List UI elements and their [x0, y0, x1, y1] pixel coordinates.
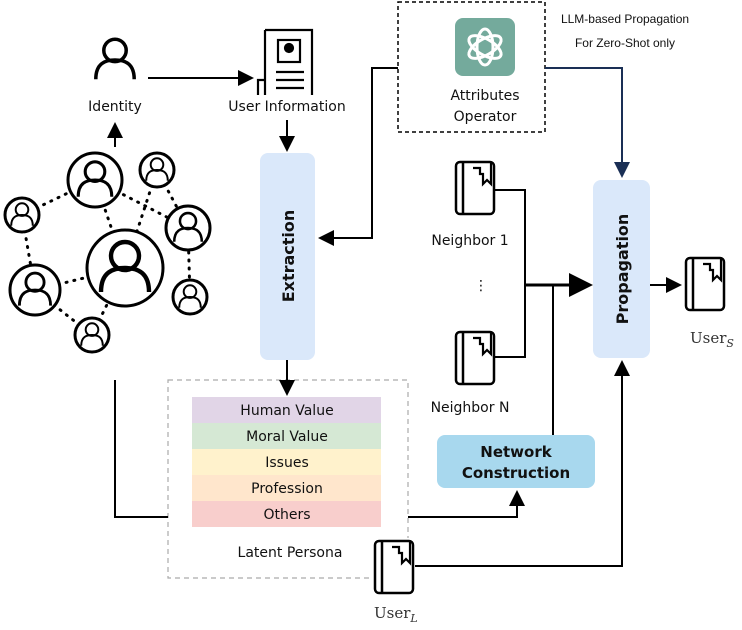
persona-row-label: Profession [251, 481, 323, 497]
arrow-operator-to-propagation [545, 67, 630, 178]
neighbor-n-icon [454, 330, 496, 386]
arrow-operator-to-extraction [318, 67, 398, 246]
llm-note-line1: LLM-based Propagation [561, 12, 689, 26]
neighbor-1-label: Neighbor 1 [431, 233, 508, 249]
persona-row-bg [192, 397, 381, 423]
identity-label: Identity [88, 99, 142, 115]
latent-persona-label: Latent Persona [238, 545, 343, 561]
persona-row-label: Human Value [240, 403, 333, 419]
user-s-label: UserS [690, 329, 734, 350]
arrow-persona-to-network-construction [408, 490, 525, 518]
network-construction-box [437, 435, 595, 488]
network-construction-line2: Construction [462, 464, 570, 482]
neighbor-n-label: Neighbor N [431, 400, 510, 416]
persona-row-bg [192, 501, 381, 527]
attributes-operator-line2: Operator [454, 109, 517, 125]
neighbor-bracket-line [494, 189, 526, 358]
persona-row-label: Issues [265, 455, 309, 471]
propagation-box [593, 180, 650, 358]
identity-icon [94, 37, 136, 81]
propagation-label: Propagation [613, 214, 632, 325]
persona-row-label: Others [263, 507, 310, 523]
neighbor-ellipsis: ⋮ [474, 278, 488, 294]
user-information-label: User Information [228, 99, 345, 115]
persona-row-bg [192, 475, 381, 501]
llm-note-line2: For Zero-Shot only [575, 36, 675, 50]
attributes-operator-line1: Attributes [450, 88, 519, 104]
network-construction-line1: Network [480, 443, 552, 461]
user-node-icons [3, 151, 212, 354]
user-l-icon [373, 539, 415, 595]
arrow-user-l-to-propagation [415, 360, 630, 567]
persona-row-label: Moral Value [246, 429, 328, 445]
user-l-label: UserL [374, 604, 418, 625]
extraction-box [260, 153, 315, 360]
neighbor-1-icon [454, 160, 496, 216]
openai-logo-icon [455, 18, 515, 76]
persona-row-bg [192, 449, 381, 475]
line-network-to-persona [114, 380, 168, 518]
persona-row-bg [192, 423, 381, 449]
user-s-icon [684, 256, 726, 312]
extraction-label: Extraction [279, 210, 298, 303]
